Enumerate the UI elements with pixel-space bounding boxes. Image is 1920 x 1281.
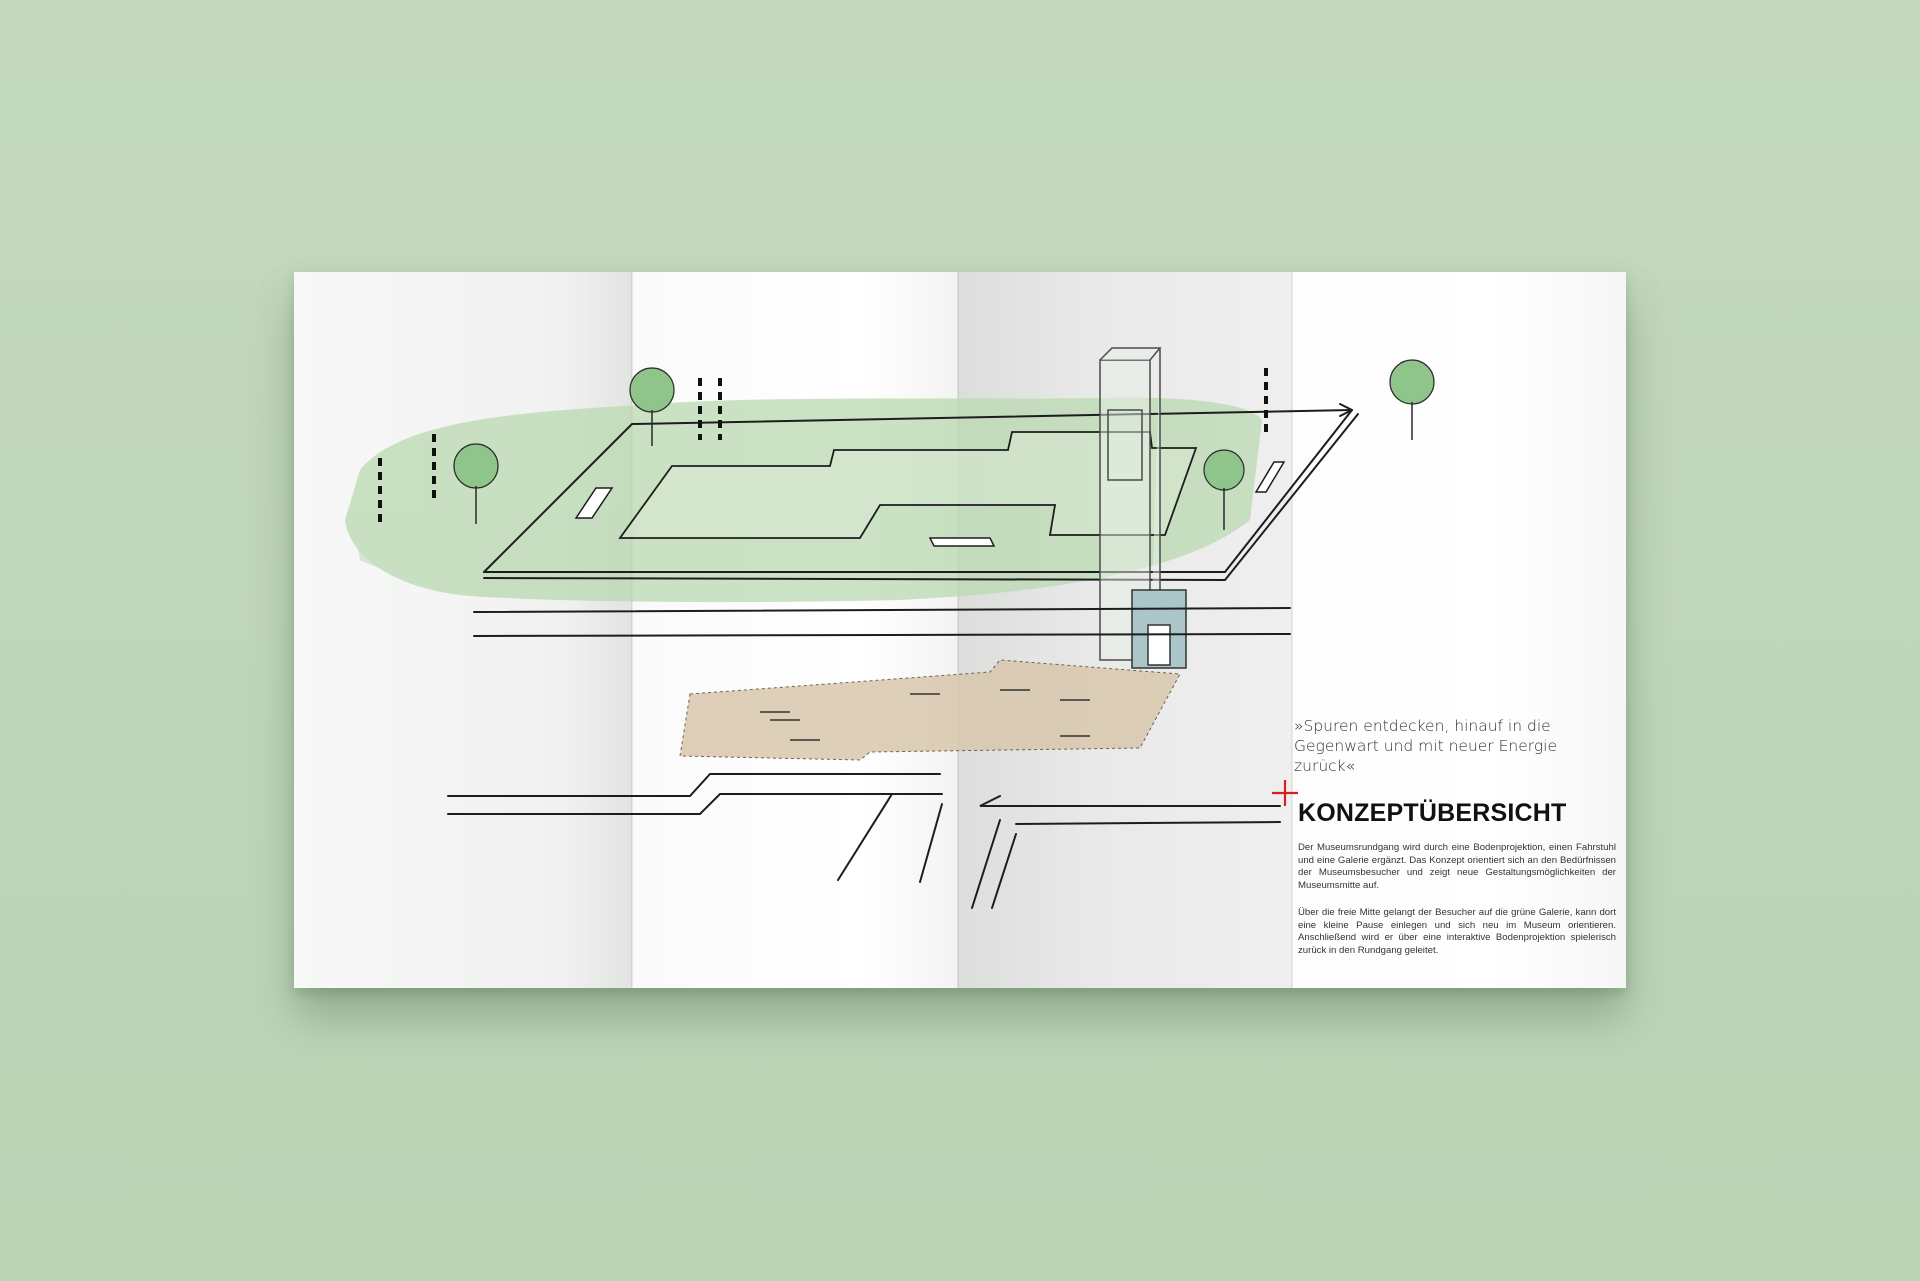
- tree-icon: [629, 367, 675, 446]
- paragraph-detail: Über die freie Mitte gelangt der Besuche…: [1298, 907, 1616, 956]
- brochure-title: KONZEPTÜBERSICHT: [1298, 799, 1567, 827]
- tree-icon: [1389, 359, 1435, 440]
- elevator-cabin: [1131, 589, 1187, 669]
- floor-projection: [679, 659, 1181, 761]
- paragraph-intro: Der Museumsrundgang wird durch eine Bode…: [1298, 842, 1616, 891]
- fold-line: [957, 272, 959, 988]
- brochure-panel-4: [1292, 272, 1626, 988]
- brochure-panel-2: [632, 272, 958, 988]
- fold-line: [1291, 272, 1293, 988]
- floor-lines: [447, 607, 1291, 909]
- posts: [378, 368, 1268, 522]
- tree-icon: [1203, 449, 1245, 530]
- tree-icon: [453, 443, 499, 524]
- crosshair-marker-icon: [1272, 780, 1298, 806]
- gallery-wall: [618, 431, 1198, 539]
- benches: [574, 461, 1286, 547]
- brochure-panel-1: [294, 272, 632, 988]
- brochure-quote: »Spuren entdecken, hinauf in die Gegenwa…: [1294, 717, 1558, 775]
- fold-line: [631, 272, 633, 988]
- folded-brochure: [294, 272, 1626, 988]
